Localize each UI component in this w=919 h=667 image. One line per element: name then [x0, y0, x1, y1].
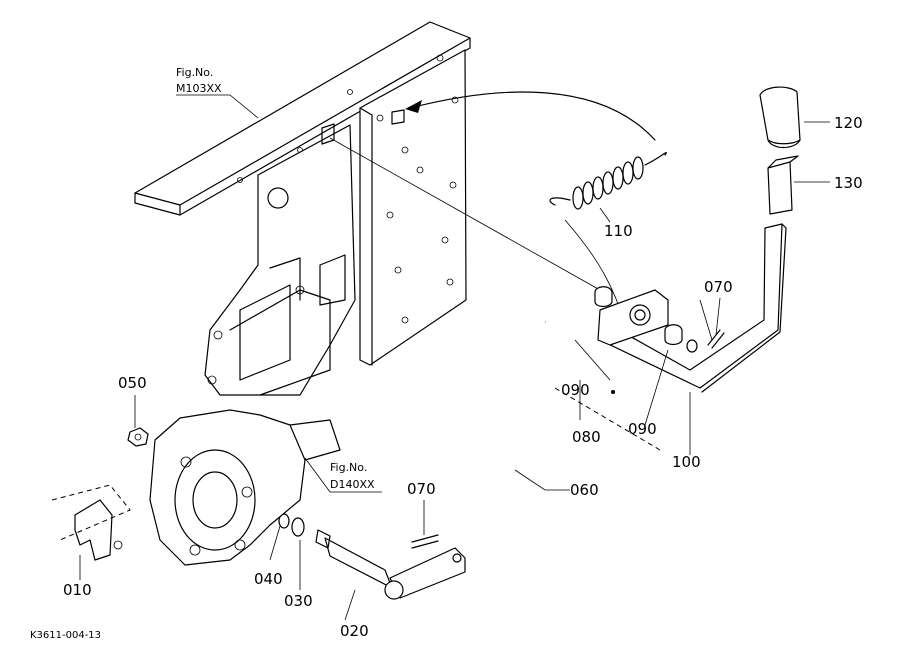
- figure-ref-top-line2: M103XX: [176, 82, 222, 95]
- label-070-bottom: 070: [407, 480, 436, 498]
- clip-010: [51, 484, 131, 561]
- group-bracket-080: [554, 387, 661, 451]
- label-100: 100: [672, 453, 701, 471]
- return-spring: [549, 152, 667, 210]
- shift-shaft-arm: [315, 529, 466, 600]
- figure-ref-mid-line2: D140XX: [330, 478, 375, 491]
- label-010: 010: [63, 581, 92, 599]
- pivot-bracket: [594, 286, 725, 353]
- part-leaders: [79, 121, 830, 621]
- figure-ref-mid-line1: Fig.No.: [330, 461, 367, 474]
- label-110: 110: [604, 222, 633, 240]
- label-080: 080: [572, 428, 601, 446]
- transmission-housing: [149, 409, 341, 566]
- figure-ref-top-line1: Fig.No.: [176, 66, 213, 79]
- nut-050: [127, 427, 149, 447]
- label-040: 040: [254, 570, 283, 588]
- label-060: 060: [570, 481, 599, 499]
- label-020: 020: [340, 622, 369, 640]
- label-030: 030: [284, 592, 313, 610]
- figure-ref-mid: Fig.No. D140XX: [304, 457, 382, 493]
- spring-arrow: [409, 91, 656, 141]
- lever-knob: [759, 86, 801, 149]
- label-090-right: 090: [628, 420, 657, 438]
- label-090-left: 090: [561, 381, 590, 399]
- frame-bracket: [134, 21, 471, 396]
- linkage-rod: [459, 317, 546, 575]
- drawing-code: K3611-004-13: [30, 630, 101, 641]
- o-ring-030: [291, 517, 305, 537]
- label-050: 050: [118, 374, 147, 392]
- label-070-top: 070: [704, 278, 733, 296]
- label-130: 130: [834, 174, 863, 192]
- label-120: 120: [834, 114, 863, 132]
- figure-ref-top: Fig.No. M103XX: [176, 66, 259, 119]
- knob-sleeve: [767, 155, 799, 215]
